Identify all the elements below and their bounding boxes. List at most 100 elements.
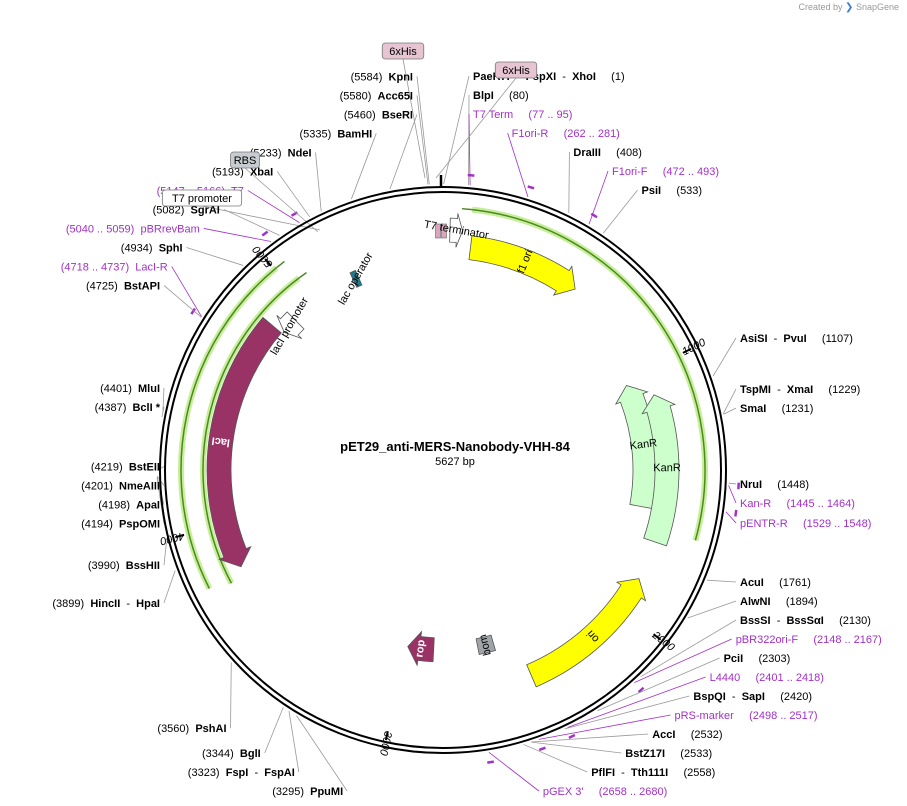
primer-mark [568, 733, 576, 740]
restriction-site-label[interactable]: PflFI - Tth111I (2558) [591, 767, 715, 779]
leader-line [163, 570, 176, 604]
site-label-part: (1894) [771, 596, 818, 608]
feature-t7-terminator [449, 213, 463, 248]
primer-label[interactable]: pBR322ori-F (2148 .. 2167) [736, 634, 882, 646]
site-label-part: HpaI [136, 598, 160, 610]
leader-line [171, 266, 202, 317]
restriction-site-label[interactable]: SmaI (1231) [740, 403, 813, 415]
primer-label[interactable]: T7 Term (77 .. 95) [473, 109, 572, 121]
site-label-part: SgrAI [191, 204, 220, 216]
restriction-site-label[interactable]: PciI (2303) [724, 653, 791, 665]
site-label-part: (4219) [91, 462, 129, 474]
leader-line [728, 482, 737, 485]
primer-label[interactable]: F1ori-R (262 .. 281) [512, 128, 620, 140]
leader-line [723, 388, 737, 414]
feature-arrows [206, 175, 680, 688]
restriction-site-label[interactable]: (3295) PpuMI [272, 786, 343, 798]
boxed-label-6xhis[interactable]: 6xHis [389, 46, 417, 58]
leader-line [588, 170, 609, 225]
restriction-site-label[interactable]: (5460) BseRI [344, 109, 413, 121]
leader-line [203, 228, 272, 242]
restriction-site-label[interactable]: (3990) BssHII [88, 560, 160, 572]
restriction-site-label[interactable]: (4194) PspOMI [81, 519, 160, 531]
orf-outline-line [202, 277, 300, 584]
primer-label[interactable]: pENTR-R (1529 .. 1548) [740, 518, 871, 530]
primer-label[interactable]: pRS-marker (2498 .. 2517) [675, 710, 818, 722]
site-label-part: pBR322ori-F (2148 .. 2167) [736, 634, 882, 646]
site-label-part: (1231) [766, 403, 813, 415]
restriction-site-label[interactable]: (5082) SgrAI [153, 204, 220, 216]
site-label-part: PciI [724, 653, 744, 665]
restriction-site-label[interactable]: AlwNI (1894) [740, 596, 818, 608]
primer-label[interactable]: L4440 (2401 .. 2418) [710, 672, 824, 684]
site-label-part: DraIII [573, 147, 601, 159]
leader-line [488, 751, 540, 792]
tick-mark [652, 633, 662, 641]
primer-mark [467, 173, 475, 177]
primer-label[interactable]: F1ori-F (472 .. 493) [612, 166, 719, 178]
site-label-part: - [120, 598, 136, 610]
leader-line [507, 132, 529, 198]
restriction-site-label[interactable]: (4198) ApaI [98, 500, 160, 512]
restriction-site-label[interactable]: AcuI (1761) [740, 577, 811, 589]
primer-label[interactable]: pGEX 3' (2658 .. 2680) [543, 786, 667, 798]
restriction-site-label[interactable]: (5584) KpnI [351, 71, 413, 83]
boxed-label-t7-promoter[interactable]: T7 promoter [172, 193, 232, 205]
boxed-label-6xhis[interactable]: 6xHis [502, 65, 530, 77]
primer-label[interactable]: (5040 .. 5059) pBRrevBam [66, 223, 200, 235]
restriction-site-label[interactable]: (4387) BclI * [95, 402, 161, 414]
site-label-part: (5460) [344, 109, 382, 121]
leader-line [568, 151, 570, 214]
restriction-site-label[interactable]: (4725) BstAPI [86, 280, 160, 292]
restriction-site-label[interactable]: (4934) SphI [121, 242, 183, 254]
restriction-site-label[interactable]: TspMI - XmaI (1229) [740, 384, 860, 396]
site-label-part: PpuMI [310, 786, 343, 798]
site-label-part: (4198) [98, 500, 136, 512]
restriction-site-label[interactable]: (3323) FspI - FspAI [188, 767, 295, 779]
leader-line [728, 485, 737, 504]
restriction-site-label[interactable]: BspQI - SapI (2420) [693, 691, 812, 703]
leader-line [725, 511, 737, 524]
site-label-part: L4440 (2401 .. 2418) [710, 672, 824, 684]
site-label-part: BseRI [382, 109, 413, 121]
restriction-site-label[interactable]: (4401) MluI [100, 383, 160, 395]
site-label-part: (2558) [668, 767, 715, 779]
restriction-site-label[interactable]: PsiI (533) [642, 185, 703, 197]
restriction-site-label[interactable]: (3344) BglI [202, 748, 261, 760]
restriction-site-label[interactable]: BstZ17I (2533) [625, 748, 712, 760]
restriction-site-label[interactable]: NruI (1448) [740, 479, 809, 491]
site-label-part: - [768, 333, 784, 345]
restriction-site-label[interactable]: (5580) Acc65I [340, 90, 413, 102]
site-label-part: (2533) [665, 748, 712, 760]
leader-line [531, 741, 622, 754]
leader-line [416, 95, 429, 185]
orf-arrow-tip [298, 272, 307, 279]
primer-label[interactable]: (4718 .. 4737) LacI-R [61, 261, 168, 273]
leader-line [161, 406, 165, 418]
restriction-site-label[interactable]: (3899) HincII - HpaI [52, 598, 160, 610]
restriction-site-label[interactable]: DraIII (408) [573, 147, 641, 159]
feature-kanr [641, 394, 680, 547]
boxed-label-rbs[interactable]: RBS [234, 155, 257, 167]
site-label-part: SapI [742, 691, 765, 703]
restriction-site-label[interactable]: AccI (2532) [652, 729, 722, 741]
site-label-part: (80) [494, 90, 529, 102]
restriction-site-label[interactable]: (3560) PshAI [157, 723, 226, 735]
feature-laci [206, 316, 282, 568]
site-label-part: (2130) [824, 615, 871, 627]
restriction-site-label[interactable]: (5335) BamHI [299, 128, 372, 140]
credit-prefix: Created by [798, 2, 843, 12]
restriction-site-label[interactable]: AsiSI - PvuI (1107) [740, 333, 853, 345]
site-label-part: NmeAIII [119, 481, 160, 493]
orf-outline-line [180, 267, 277, 589]
site-label-part: - [771, 384, 787, 396]
his-tag-marker [435, 223, 441, 239]
restriction-site-label[interactable]: BssSI - BssSαI (2130) [740, 615, 871, 627]
orf-arrow-tip [461, 207, 473, 211]
restriction-site-label[interactable]: BlpI (80) [473, 90, 529, 102]
primer-label[interactable]: Kan-R (1445 .. 1464) [740, 498, 855, 510]
restriction-site-label[interactable]: (5193) XbaI [212, 166, 273, 178]
site-label-part: (5193) [212, 166, 250, 178]
restriction-site-label[interactable]: (4219) BstEII [91, 462, 160, 474]
restriction-site-label[interactable]: (4201) NmeAIII [81, 481, 160, 493]
